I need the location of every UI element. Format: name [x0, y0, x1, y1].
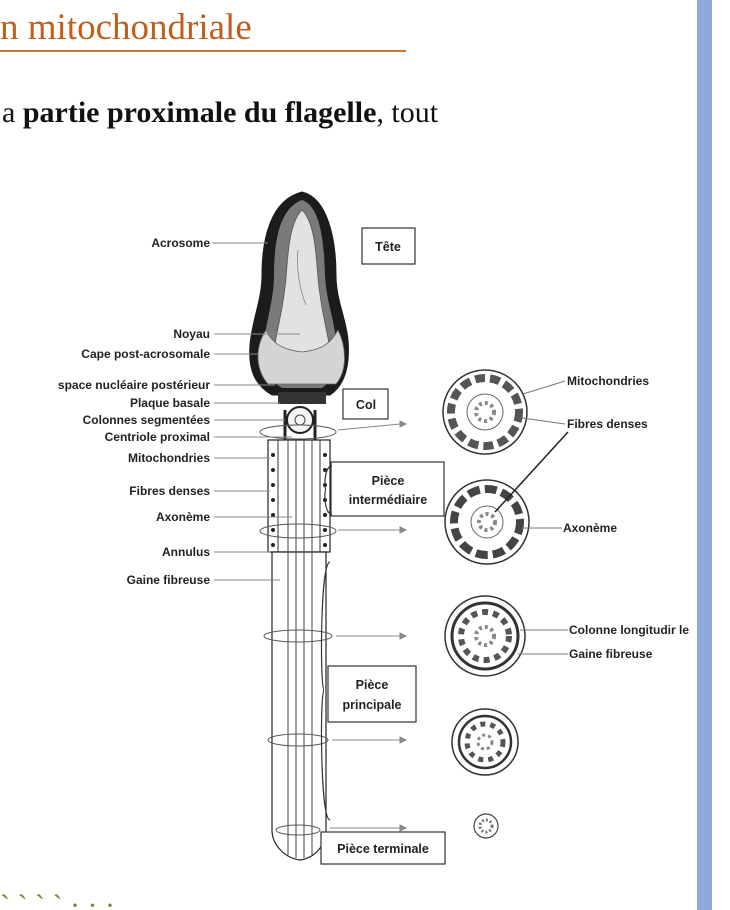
label-mitochondries-right: Mitochondries [567, 374, 649, 388]
label-mitochondries-left: Mitochondries [128, 451, 210, 465]
cross-section-midpiece-2 [444, 479, 530, 565]
intro-text: a partie proximale du flagelle, tout [2, 94, 438, 132]
box-piece-princ-1: Pièce [356, 678, 389, 692]
cross-section-terminal [473, 813, 499, 839]
nucleus-lower [257, 329, 345, 385]
left-leader-lines [212, 242, 300, 581]
sperm-neck [278, 392, 326, 440]
label-gaine-right: Gaine fibreuse [569, 647, 653, 661]
box-piece-inter-1: Pièce [372, 474, 405, 488]
sidebar-accent-bar [697, 0, 712, 910]
heading-underline [0, 50, 406, 52]
intro-after: , tout [376, 96, 439, 129]
label-colonne-right: Colonne longitudir le [569, 623, 689, 637]
left-labels: Acrosome Noyau Cape post-acrosomale spac… [58, 236, 210, 587]
label-acrosome: Acrosome [151, 236, 210, 250]
label-gaine-left: Gaine fibreuse [127, 573, 211, 587]
right-leader-lines [494, 380, 569, 655]
label-fibres-left: Fibres denses [129, 484, 210, 498]
label-annulus: Annulus [162, 545, 210, 559]
label-plaque: Plaque basale [130, 396, 210, 410]
label-axoneme-right: Axonème [563, 521, 617, 535]
box-col: Col [356, 398, 376, 412]
cross-section-principal-2 [451, 708, 519, 776]
cross-section-principal-1 [444, 595, 526, 677]
cross-section-midpiece-1 [442, 369, 528, 455]
box-piece-princ-2: principale [342, 698, 401, 712]
box-piece-inter-2: intermédiaire [349, 493, 428, 507]
label-fibres-right: Fibres denses [567, 417, 648, 431]
label-colonnes: Colonnes segmentées [83, 413, 211, 427]
section-arrows [330, 420, 408, 832]
box-tete: Tête [375, 240, 401, 254]
sperm-midpiece [259, 424, 337, 553]
label-centriole: Centriole proximal [105, 430, 210, 444]
intro-bold: partie proximale du flagelle [22, 96, 377, 129]
sperm-head [249, 191, 349, 396]
label-espace: space nucléaire postérieur [58, 378, 210, 392]
label-axoneme-left: Axonème [156, 510, 210, 524]
intro-before: a [2, 96, 23, 129]
cut-off-bottom-text: ` ` ` ` · · · [0, 889, 115, 910]
section-heading: n mitochondriale [0, 7, 252, 48]
label-noyau: Noyau [173, 327, 210, 341]
right-labels: Mitochondries Fibres denses Axonème Colo… [563, 374, 689, 661]
label-cape: Cape post-acrosomale [81, 347, 210, 361]
box-piece-term: Pièce terminale [337, 842, 429, 856]
sperm-structure-diagram: Acrosome Noyau Cape post-acrosomale spac… [58, 191, 689, 865]
boxed-labels: Tête Col Pièce intermédiaire Pièce princ… [320, 227, 446, 865]
